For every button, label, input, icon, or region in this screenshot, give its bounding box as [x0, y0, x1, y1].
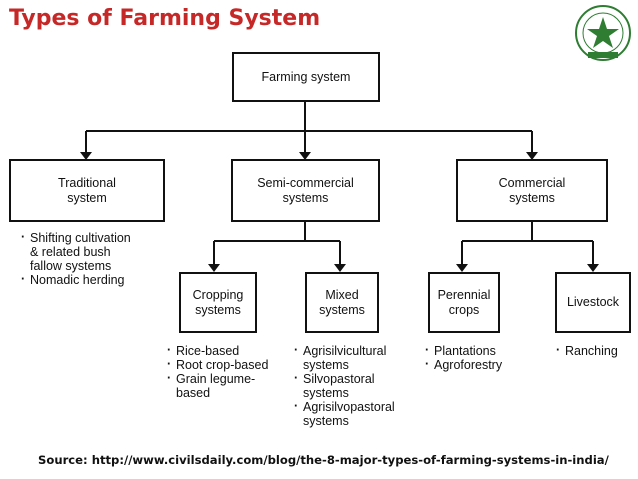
list-item: Root crop-based — [167, 357, 268, 372]
list-item: systems — [303, 358, 349, 372]
list-item: fallow systems — [30, 259, 112, 273]
list-item: systems — [303, 414, 349, 428]
farming-system-node: Farming system — [232, 52, 380, 102]
semi-commercial-label-line2: systems — [282, 190, 329, 205]
mixed-label-line2: systems — [319, 302, 365, 317]
cropping-label-line2: systems — [195, 302, 241, 317]
list-item: Shifting cultivation — [21, 230, 131, 245]
mixed-examples-list: Agrisilvicultural systems Silvopastoral … — [294, 343, 395, 428]
list-item: Ranching — [556, 343, 618, 358]
list-item: Rice-based — [167, 343, 268, 358]
semi-commercial-node: Semi-commercial systems — [231, 159, 380, 222]
list-item: Silvopastoral — [294, 371, 395, 386]
list-item: Grain legume- — [167, 371, 268, 386]
page-title: Types of Farming System — [9, 6, 321, 31]
traditional-system-node: Traditional system — [9, 159, 165, 222]
commercial-label-line2: systems — [509, 190, 555, 205]
cropping-examples-list: Rice-based Root crop-based Grain legume-… — [167, 343, 268, 400]
perennial-label-line1: Perennial — [437, 287, 491, 302]
semi-commercial-label-line1: Semi-commercial — [257, 175, 354, 190]
university-emblem-icon — [575, 5, 631, 61]
mixed-systems-node: Mixed systems — [305, 272, 379, 333]
traditional-label-line1: Traditional — [58, 175, 116, 190]
livestock-label: Livestock — [566, 295, 620, 309]
mixed-label-line1: Mixed — [325, 287, 359, 302]
list-item: & related bush — [30, 245, 111, 259]
list-item: Agrisilvopastoral — [294, 399, 395, 414]
livestock-examples-list: Ranching — [556, 343, 618, 358]
commercial-label-line1: Commercial — [498, 175, 566, 190]
list-item: based — [176, 386, 211, 400]
perennial-examples-list: Plantations Agroforestry — [425, 343, 502, 372]
farming-system-label: Farming system — [261, 69, 351, 84]
traditional-label-line2: system — [67, 190, 107, 205]
perennial-label-line2: crops — [448, 302, 480, 317]
cropping-label-line1: Cropping — [192, 287, 244, 302]
perennial-crops-node: Perennial crops — [428, 272, 500, 333]
list-item: Plantations — [425, 343, 502, 358]
list-item: Nomadic herding — [21, 272, 131, 287]
commercial-node: Commercial systems — [456, 159, 608, 222]
cropping-systems-node: Cropping systems — [179, 272, 257, 333]
list-item: Agrisilvicultural — [294, 343, 395, 358]
livestock-node: Livestock — [555, 272, 631, 333]
source-citation: Source: http://www.civilsdaily.com/blog/… — [38, 453, 609, 467]
traditional-examples-list: Shifting cultivation & related bush fall… — [21, 230, 131, 287]
list-item: systems — [303, 386, 349, 400]
list-item: Agroforestry — [425, 357, 502, 372]
